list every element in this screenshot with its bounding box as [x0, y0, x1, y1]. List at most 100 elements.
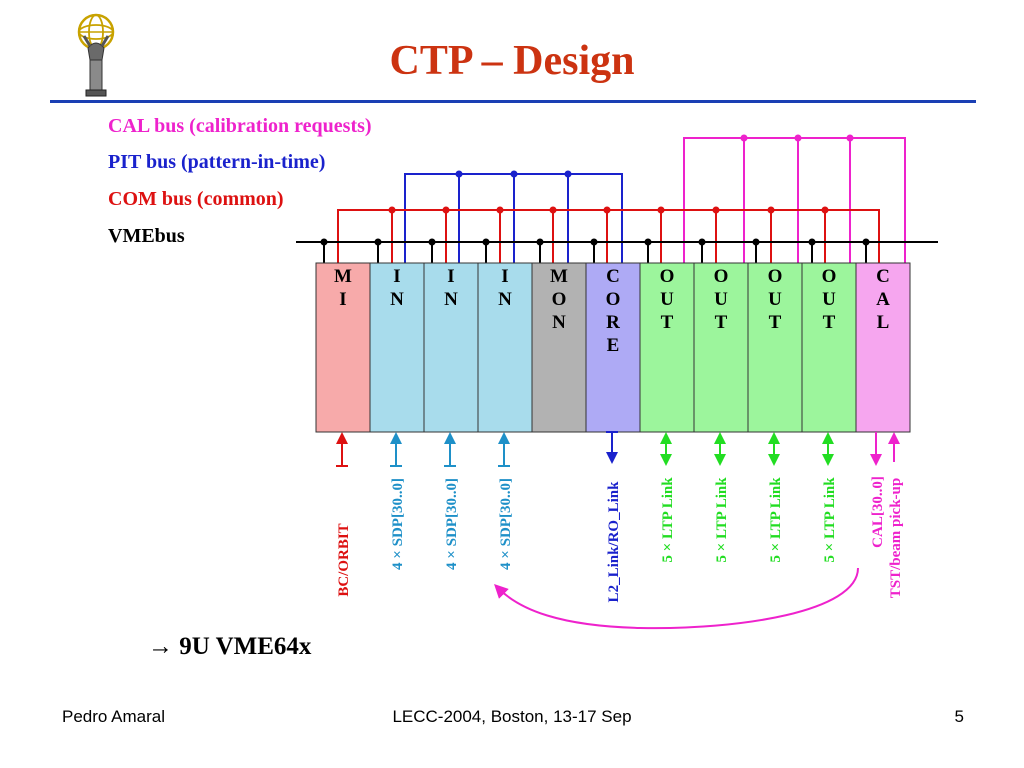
module-core-letter: R	[606, 312, 620, 333]
io-label-l2-ro-link: L2_Link/RO_Link	[606, 481, 622, 603]
module-out4: OUT	[801, 262, 857, 433]
footer-conference: LECC-2004, Boston, 13-17 Sep	[392, 707, 632, 726]
cal-bus	[683, 137, 906, 263]
module-in3-letter: I	[501, 266, 508, 287]
cal-bus-junction	[740, 134, 748, 142]
io-arrowheads	[336, 432, 900, 466]
vme-bus-label: VMEbus	[108, 225, 185, 247]
vme-bus-junction	[644, 238, 652, 246]
com-bus-junction	[712, 206, 720, 214]
module-out2: OUT	[693, 262, 749, 433]
module-cal-letter: C	[876, 266, 890, 287]
module-mon-letter: N	[552, 312, 566, 333]
module-in2: IN	[423, 262, 479, 433]
form-factor-note: → 9U VME64x	[148, 633, 312, 660]
module-core-letter: O	[606, 289, 621, 310]
module-out1-box	[639, 262, 695, 433]
footer-page-number: 5	[954, 707, 964, 726]
module-out2-letter: T	[715, 312, 728, 333]
title-divider	[50, 100, 976, 103]
module-in3: IN	[477, 262, 533, 433]
cal-bus-junction	[794, 134, 802, 142]
module-out2-letter: U	[714, 289, 728, 310]
io-label-bc-orbit: BC/ORBIT	[336, 523, 352, 596]
module-out2-box	[693, 262, 749, 433]
com-bus-junction	[549, 206, 557, 214]
module-in1-letter: I	[393, 266, 400, 287]
module-in3-letter: N	[498, 289, 512, 310]
vme-bus-junction	[428, 238, 436, 246]
module-out4-letter: T	[823, 312, 836, 333]
module-mon-box	[531, 262, 587, 433]
vme-bus-junction	[808, 238, 816, 246]
module-mon-letter: O	[552, 289, 567, 310]
pit-bus-junction	[455, 170, 463, 178]
com-bus-junction	[767, 206, 775, 214]
module-cal-letter: L	[877, 312, 890, 333]
vme-bus-junction	[698, 238, 706, 246]
module-in2-box	[423, 262, 479, 433]
module-cal: CAL	[855, 262, 911, 433]
module-mi-letter: M	[334, 266, 352, 287]
io-label-cal-30: CAL[30..0]	[870, 476, 886, 548]
io-label-sdp-1: 4 × SDP[30..0]	[390, 478, 406, 570]
module-mon: MON	[531, 262, 587, 433]
com-bus-junction	[603, 206, 611, 214]
pit-bus-label: PIT bus (pattern-in-time)	[108, 151, 325, 173]
module-in3-box	[477, 262, 533, 433]
io-label-ltp-2: 5 × LTP Link	[714, 477, 730, 563]
module-in1: IN	[369, 262, 425, 433]
atlas-logo-icon	[77, 13, 115, 97]
com-bus-junction	[388, 206, 396, 214]
module-mi-letter: I	[339, 289, 346, 310]
io-label-tst-beam: TST/beam pick-up	[888, 478, 904, 598]
module-out2-letter: O	[714, 266, 729, 287]
com-bus-junction	[442, 206, 450, 214]
io-label-ltp-4: 5 × LTP Link	[822, 477, 838, 563]
footer-author: Pedro Amaral	[62, 707, 165, 726]
module-core-box	[585, 262, 641, 433]
module-out4-letter: O	[822, 266, 837, 287]
pit-bus	[404, 173, 623, 263]
vme-bus-junction	[374, 238, 382, 246]
module-out1: OUT	[639, 262, 695, 433]
page-title: CTP – Design	[389, 38, 635, 84]
module-cal-box	[855, 262, 911, 433]
cal-bus-label: CAL bus (calibration requests)	[108, 115, 372, 137]
module-out3-letter: T	[769, 312, 782, 333]
pit-bus-junction	[564, 170, 572, 178]
io-label-sdp-3: 4 × SDP[30..0]	[498, 478, 514, 570]
module-mon-letter: M	[550, 266, 568, 287]
vme-bus-junction	[862, 238, 870, 246]
module-out3-letter: U	[768, 289, 782, 310]
module-out3: OUT	[747, 262, 803, 433]
com-bus-junction	[821, 206, 829, 214]
cal-bus-junction	[846, 134, 854, 142]
module-out1-letter: T	[661, 312, 674, 333]
vme-bus-junction	[752, 238, 760, 246]
module-out1-letter: O	[660, 266, 675, 287]
vme-bus-junction	[536, 238, 544, 246]
module-in2-letter: N	[444, 289, 458, 310]
vme-bus-junction	[482, 238, 490, 246]
module-mi: MI	[315, 262, 371, 433]
module-in1-box	[369, 262, 425, 433]
module-mi-box	[315, 262, 371, 433]
module-in1-letter: N	[390, 289, 404, 310]
vme-bus-junction	[320, 238, 328, 246]
module-out4-letter: U	[822, 289, 836, 310]
module-out1-letter: U	[660, 289, 674, 310]
io-arrows	[336, 431, 895, 467]
module-out4-box	[801, 262, 857, 433]
module-out3-box	[747, 262, 803, 433]
io-label-ltp-1: 5 × LTP Link	[660, 477, 676, 563]
vme-bus-junction	[590, 238, 598, 246]
io-label-sdp-2: 4 × SDP[30..0]	[444, 478, 460, 570]
com-bus-junction	[496, 206, 504, 214]
pit-bus-junction	[510, 170, 518, 178]
module-out3-letter: O	[768, 266, 783, 287]
module-core-letter: C	[606, 266, 620, 287]
